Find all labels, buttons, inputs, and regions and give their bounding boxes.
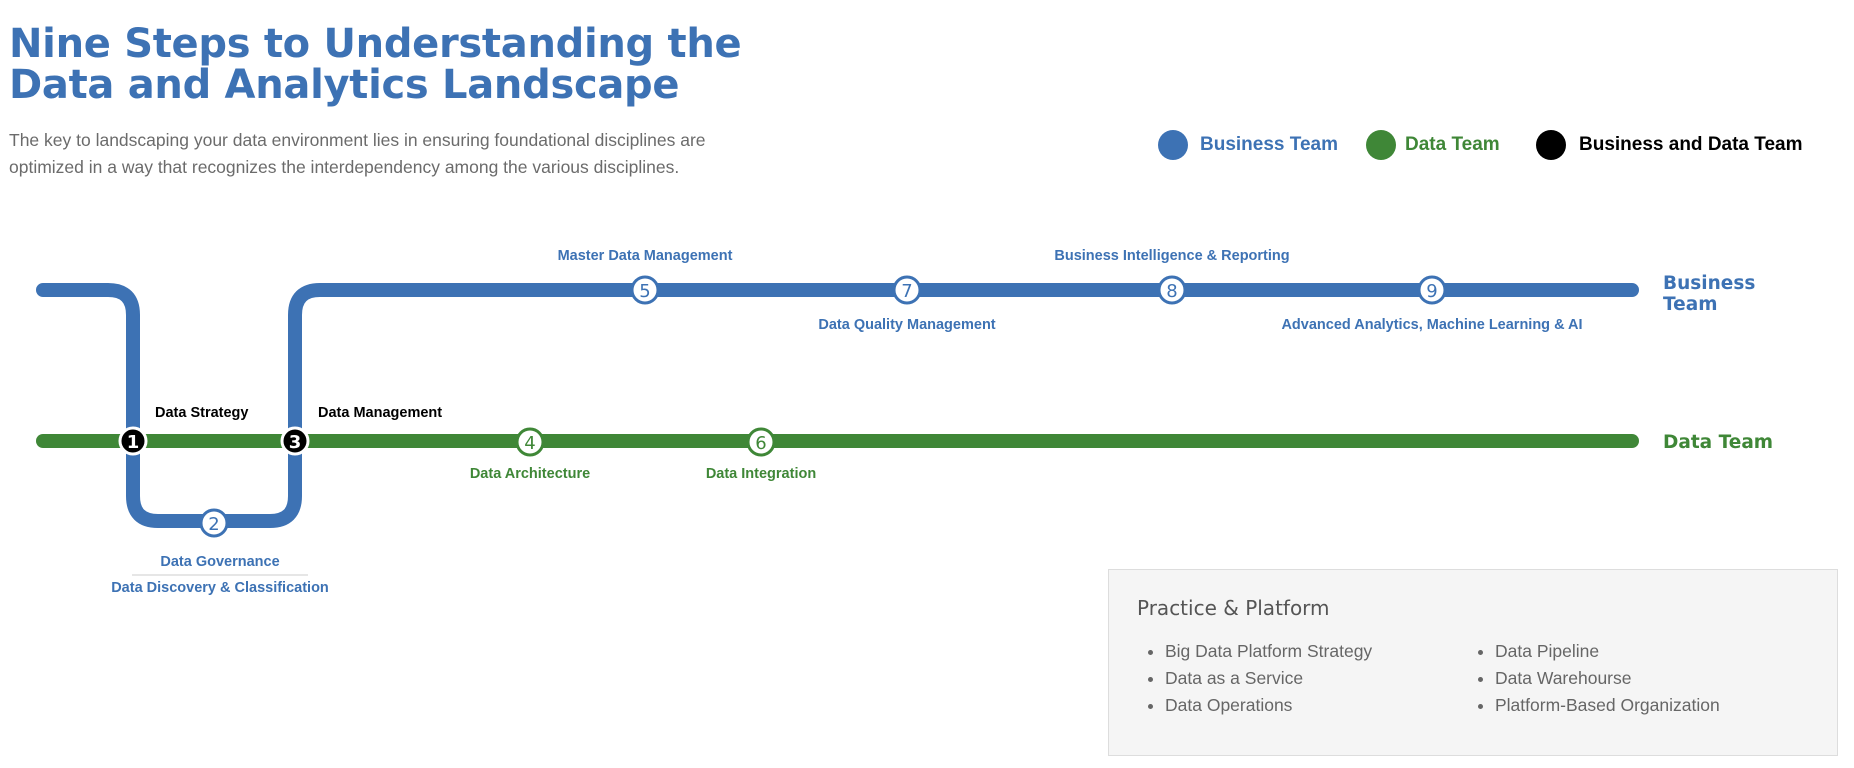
legend-dot-both xyxy=(1536,130,1566,160)
subtitle-line-2: optimized in a way that recognizes the i… xyxy=(9,157,680,177)
step-8-label: Business Intelligence & Reporting xyxy=(1054,248,1289,264)
step-7-marker: 7 xyxy=(892,275,922,305)
legend-dot-data xyxy=(1366,130,1396,160)
list-item: Data Warehourse xyxy=(1495,665,1720,692)
step-markers: 1 2 3 4 5 6 7 8 xyxy=(118,275,1447,538)
list-item: Data Pipeline xyxy=(1495,638,1720,665)
step-4-label: Data Architecture xyxy=(470,466,590,482)
page-title: Nine Steps to Understanding the Data and… xyxy=(9,21,742,108)
step-9-label: Advanced Analytics, Machine Learning & A… xyxy=(1281,317,1582,333)
step-2-marker: 2 xyxy=(199,508,229,538)
panel-title: Practice & Platform xyxy=(1137,596,1330,620)
list-item: Data as a Service xyxy=(1165,665,1372,692)
step-labels: Data Strategy Data Governance Data Disco… xyxy=(111,248,1582,596)
step-6-marker: 6 xyxy=(746,427,776,457)
business-lane-label-line-1: Business xyxy=(1663,273,1755,294)
subtitle-line-1: The key to landscaping your data environ… xyxy=(9,130,706,150)
step-6-number: 6 xyxy=(755,433,766,454)
step-2-sublabel: Data Discovery & Classification xyxy=(111,580,329,596)
step-3-number: 3 xyxy=(289,432,302,453)
list-item: Big Data Platform Strategy xyxy=(1165,638,1372,665)
step-8-number: 8 xyxy=(1166,281,1177,302)
step-3-label: Data Management xyxy=(318,405,442,421)
legend-label-both: Business and Data Team xyxy=(1579,134,1803,155)
step-5-label: Master Data Management xyxy=(558,248,733,264)
data-lane-label: Data Team xyxy=(1663,432,1773,453)
step-6-label: Data Integration xyxy=(706,466,816,482)
legend-label-business: Business Team xyxy=(1200,134,1338,155)
step-5-number: 5 xyxy=(639,281,650,302)
list-item: Platform-Based Organization xyxy=(1495,692,1720,719)
business-lane-label-line-2: Team xyxy=(1663,294,1717,315)
title-line-1: Nine Steps to Understanding the xyxy=(9,21,742,67)
title-line-2: Data and Analytics Landscape xyxy=(9,62,680,108)
step-8-marker: 8 xyxy=(1157,275,1187,305)
legend-dot-business xyxy=(1158,130,1188,160)
lane-labels: Business Team Data Team xyxy=(1663,273,1773,453)
panel-list-col-2: Data Pipeline Data Warehourse Platform-B… xyxy=(1467,638,1720,719)
step-9-marker: 9 xyxy=(1417,275,1447,305)
step-4-number: 4 xyxy=(524,433,535,454)
step-1-label: Data Strategy xyxy=(155,405,248,421)
subtitle: The key to landscaping your data environ… xyxy=(9,127,729,181)
step-4-marker: 4 xyxy=(515,427,545,457)
step-2-label: Data Governance xyxy=(160,554,279,570)
legend-label-data: Data Team xyxy=(1405,134,1500,155)
step-5-marker: 5 xyxy=(630,275,660,305)
list-item: Data Operations xyxy=(1165,692,1372,719)
step-7-label: Data Quality Management xyxy=(818,317,995,333)
step-2-number: 2 xyxy=(208,514,219,535)
practice-platform-panel: Practice & Platform Big Data Platform St… xyxy=(1108,569,1838,756)
step-7-number: 7 xyxy=(901,281,912,302)
step-1-number: 1 xyxy=(127,432,140,453)
panel-list-col-1: Big Data Platform Strategy Data as a Ser… xyxy=(1137,638,1372,719)
step-1-marker: 1 xyxy=(118,426,148,456)
step-3-marker: 3 xyxy=(280,426,310,456)
step-9-number: 9 xyxy=(1426,281,1437,302)
